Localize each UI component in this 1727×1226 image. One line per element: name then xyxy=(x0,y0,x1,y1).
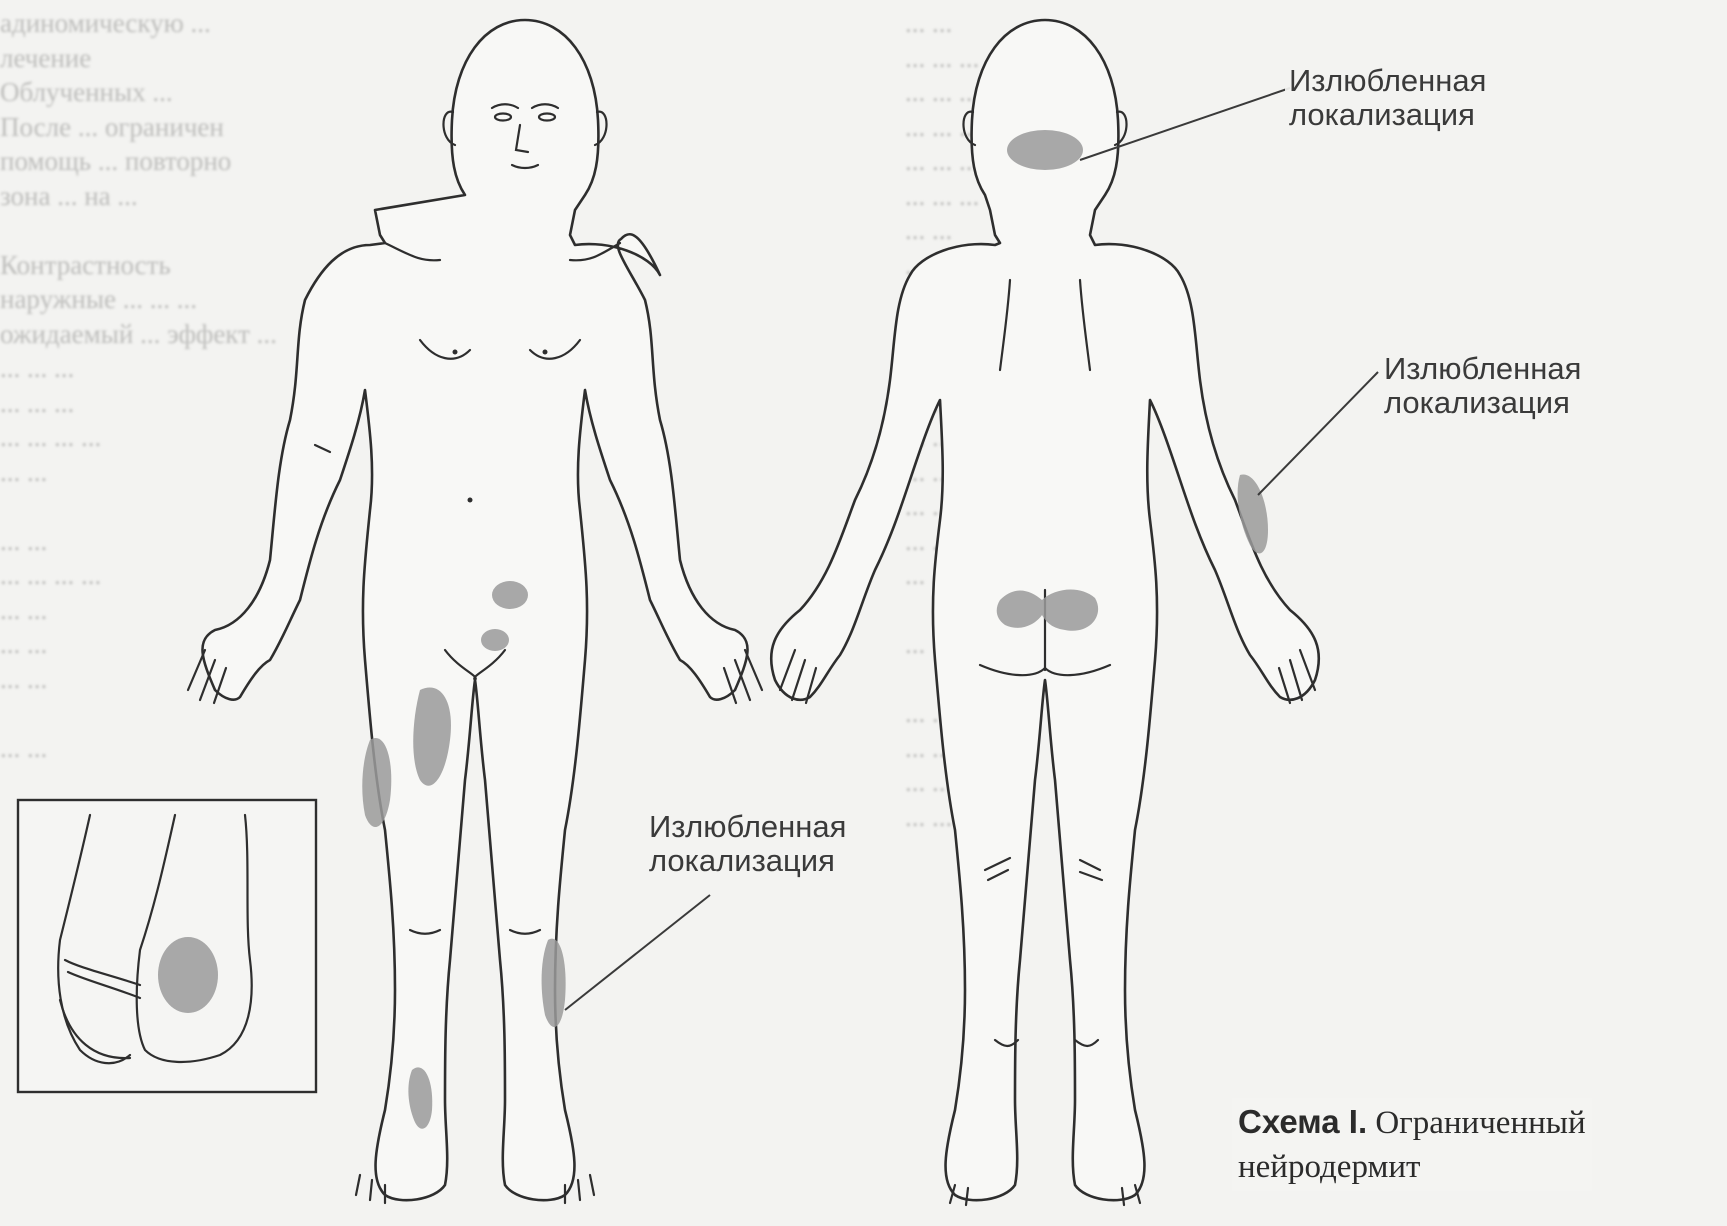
caption-text2: нейродермит xyxy=(1238,1149,1420,1185)
callout-neck: Излюбленная локализация xyxy=(1285,64,1490,132)
lesion-back-neck xyxy=(1007,130,1083,170)
lesion-front-groin-2 xyxy=(481,629,509,651)
callout-neck-line1: Излюбленная xyxy=(1289,64,1486,98)
callout-leg-line1: Излюбленная xyxy=(649,810,846,844)
callout-arm-line2: локализация xyxy=(1384,386,1581,420)
caption-label: Схема I. xyxy=(1238,1103,1367,1140)
leader-line-arm xyxy=(1258,372,1378,495)
front-navel xyxy=(468,498,473,503)
front-nipple-left xyxy=(453,350,458,355)
caption-text1: Ограниченный xyxy=(1375,1105,1585,1141)
lesion-front-shin xyxy=(542,939,566,1027)
lesion-front-groin-1 xyxy=(492,581,528,609)
figure-caption: Схема I. Ограниченный нейродермит xyxy=(1232,1098,1592,1191)
callout-arm-line1: Излюбленная xyxy=(1384,352,1581,386)
inset-frame xyxy=(18,800,316,1092)
callout-leg: Излюбленная локализация xyxy=(645,810,850,878)
inset-detail-box xyxy=(18,800,316,1092)
leader-line-leg xyxy=(565,895,710,1010)
front-nipple-right xyxy=(543,350,548,355)
callout-neck-line2: локализация xyxy=(1289,98,1486,132)
callout-arm: Излюбленная локализация xyxy=(1380,352,1585,420)
lesion-inset xyxy=(158,937,218,1013)
callout-leg-line2: локализация xyxy=(649,844,846,878)
back-body-figure xyxy=(771,20,1319,1205)
